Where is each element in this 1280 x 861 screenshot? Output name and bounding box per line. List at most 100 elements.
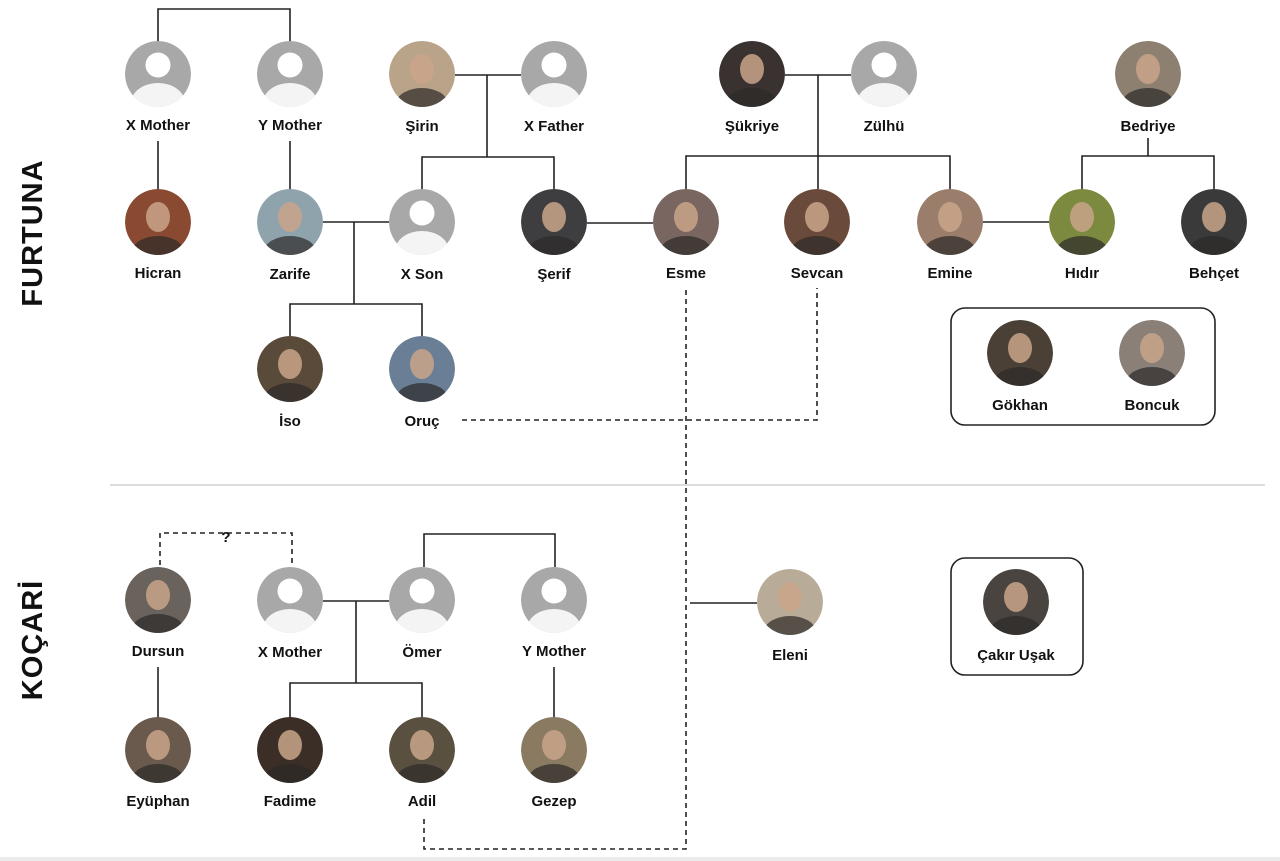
person-node-eyuphan[interactable]: Eyüphan [125,717,191,810]
avatar-placeholder-icon [521,567,587,633]
avatar-placeholder-icon [257,41,323,107]
avatar-placeholder-icon [389,189,455,255]
avatar-photo [917,189,983,255]
dashed-line-oruc-sevcan [462,288,818,421]
person-node-x-mother-2[interactable]: X Mother [257,567,323,661]
couple-line-sukriye [685,74,951,189]
person-node-esme[interactable]: Esme [653,189,719,282]
person-name: X Son [401,266,444,283]
avatar-photo [125,189,191,255]
avatar-photo [987,320,1053,386]
person-name: Şükriye [725,118,779,135]
avatar-photo [125,717,191,783]
person-name: Hicran [135,265,182,282]
avatar-placeholder-icon [389,567,455,633]
person-name: Hıdır [1065,265,1099,282]
sibling-line-mothers [157,8,291,41]
person-node-oruc[interactable]: Oruç [389,336,455,430]
avatar-photo [1049,189,1115,255]
avatar-placeholder-icon [521,41,587,107]
avatar-placeholder-icon [257,567,323,633]
person-name: Sevcan [791,265,844,282]
avatar-photo [1119,320,1185,386]
person-node-iso[interactable]: İso [257,336,323,430]
person-node-omer[interactable]: Ömer [389,567,455,661]
parent-line-bedriye [1081,138,1215,189]
avatar-photo [389,336,455,402]
person-name: Şerif [537,266,571,283]
person-name: Şirin [405,118,438,135]
sibling-line-omer [423,533,556,567]
person-node-dursun[interactable]: Dursun [125,567,191,660]
person-node-zarife[interactable]: Zarife [257,189,323,283]
section-label-kocari: KOÇARİ [17,580,49,700]
person-name: Ömer [402,644,441,661]
person-name: Zarife [270,266,311,283]
person-node-bedriye[interactable]: Bedriye [1115,41,1181,135]
person-node-behcet[interactable]: Behçet [1181,189,1247,282]
avatar-photo [257,189,323,255]
avatar-photo [719,41,785,107]
person-name: Dursun [132,643,185,660]
avatar-placeholder-icon [125,41,191,107]
person-node-y-mother-1[interactable]: Y Mother [257,41,323,134]
person-name: Y Mother [522,643,586,660]
person-node-x-mother-1[interactable]: X Mother [125,41,191,134]
couple-line-omer [289,600,423,717]
person-node-zulhu[interactable]: Zülhü [851,41,917,135]
group-box-cakir-usak [950,557,1084,676]
person-name: Zülhü [864,118,905,135]
person-node-boncuk[interactable]: Boncuk [1119,320,1185,414]
person-node-sevcan[interactable]: Sevcan [784,189,850,282]
unknown-relation-marker: ? [221,529,230,546]
person-node-sirin[interactable]: Şirin [389,41,455,135]
person-name: İso [279,413,301,430]
avatar-photo [757,569,823,635]
person-node-cakir-usak[interactable]: Çakır Uşak [977,569,1055,664]
person-name: Gökhan [992,397,1048,414]
dashed-line-dursun [159,532,293,567]
person-name: Esme [666,265,706,282]
person-node-emine[interactable]: Emine [917,189,983,282]
dashed-line-esme-adil [423,290,687,850]
avatar-photo [257,717,323,783]
person-node-x-father[interactable]: X Father [521,41,587,135]
relation-lines [110,8,1265,850]
person-node-sukriye[interactable]: Şükriye [719,41,785,135]
person-name: Y Mother [258,117,322,134]
bottom-strip [0,857,1280,861]
person-node-gokhan[interactable]: Gökhan [987,320,1053,414]
couple-line-zarife [289,221,423,336]
person-name: Emine [927,265,972,282]
avatar-placeholder-icon [851,41,917,107]
person-node-eleni[interactable]: Eleni [757,569,823,664]
person-name: Adil [408,793,436,810]
person-node-y-mother-2[interactable]: Y Mother [521,567,587,660]
person-node-adil[interactable]: Adil [389,717,455,810]
person-name: Eleni [772,647,808,664]
avatar-photo [784,189,850,255]
couple-line-sirin [421,74,555,189]
avatar-photo [521,189,587,255]
person-name: Behçet [1189,265,1239,282]
person-node-hicran[interactable]: Hicran [125,189,191,282]
avatar-photo [1181,189,1247,255]
avatar-photo [257,336,323,402]
person-node-x-son[interactable]: X Son [389,189,455,283]
person-name: X Mother [258,644,322,661]
person-node-hidir[interactable]: Hıdır [1049,189,1115,282]
avatar-photo [125,567,191,633]
person-name: Fadime [264,793,317,810]
person-node-fadime[interactable]: Fadime [257,717,323,810]
person-name: Oruç [404,413,439,430]
person-name: Çakır Uşak [977,647,1055,664]
avatar-photo [521,717,587,783]
person-name: Gezep [531,793,576,810]
person-name: X Mother [126,117,190,134]
person-node-gezep[interactable]: Gezep [521,717,587,810]
person-name: X Father [524,118,584,135]
person-node-serif[interactable]: Şerif [521,189,587,283]
person-name: Bedriye [1120,118,1175,135]
avatar-photo [1115,41,1181,107]
